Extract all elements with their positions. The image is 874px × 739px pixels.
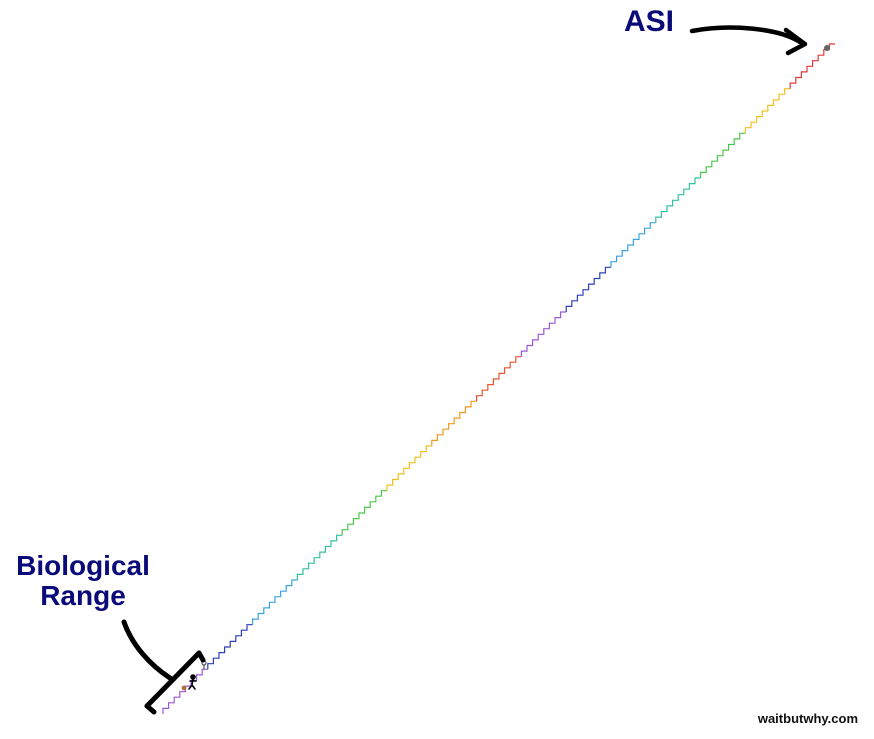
staircase-segment [341, 490, 387, 536]
staircase-segment [610, 222, 656, 268]
biological-range-bracket [121, 619, 206, 715]
staircase-segment [565, 266, 611, 312]
staircase-segment [655, 177, 701, 223]
asi-label: ASI [624, 5, 675, 38]
staircase-segment [162, 668, 208, 714]
small-creature-icon [181, 685, 187, 691]
biological-range-label-line2: Range [40, 580, 126, 612]
asi-arrow [689, 25, 808, 56]
staircase-segment [252, 579, 298, 625]
staircase-segment [700, 132, 746, 178]
staircase-segment [744, 88, 791, 134]
creature-figures [181, 660, 207, 691]
human-figure-icon [188, 674, 197, 690]
intelligence-staircase [162, 43, 835, 714]
site-credit: waitbutwhy.com [757, 711, 858, 726]
biological-range-label-line1: Biological [16, 550, 150, 581]
staircase-segment [296, 534, 343, 580]
biological-range-label: Biological Range [6, 550, 160, 612]
staircase-segment [207, 624, 253, 670]
staircase-segment [476, 356, 522, 402]
staircase-segment [431, 400, 477, 446]
staircase-segment [520, 311, 567, 357]
asi-figure-icon [824, 45, 830, 51]
staircase-segment [386, 445, 432, 491]
